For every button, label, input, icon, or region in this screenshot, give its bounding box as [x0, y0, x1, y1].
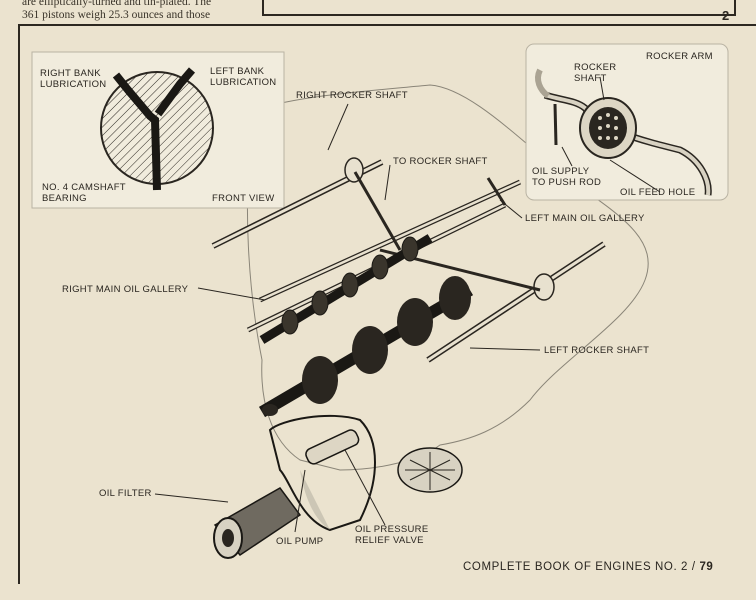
- relief-valve-drawing: [305, 429, 360, 465]
- label-oil-feed-hole: OIL FEED HOLE: [620, 187, 696, 198]
- label-right-main-oil-gallery: RIGHT MAIN OIL GALLERY: [62, 284, 189, 295]
- top-rule: [18, 24, 756, 26]
- label-oil-pump: OIL PUMP: [276, 536, 324, 547]
- footer-book-title: COMPLETE BOOK OF ENGINES NO. 2: [463, 561, 689, 573]
- body-text: are elliptically-turned and tin-plated. …: [22, 0, 257, 22]
- footer-page-number: 79: [699, 561, 714, 573]
- left-rule: [18, 24, 20, 584]
- label-right-rocker-shaft: RIGHT ROCKER SHAFT: [296, 90, 408, 101]
- label-oil-filter: OIL FILTER: [99, 488, 152, 499]
- push-rod-line: [553, 103, 558, 146]
- label-front-view: FRONT VIEW: [212, 193, 275, 204]
- left-bank-passage: [154, 67, 196, 117]
- label-rocker-arm: ROCKER ARM: [646, 51, 713, 62]
- body-text-line-2: 361 pistons weigh 25.3 ounces and those: [22, 9, 211, 21]
- label-left-main-oil-gallery: LEFT MAIN OIL GALLERY: [525, 213, 645, 224]
- label-to-rocker-shaft: TO ROCKER SHAFT: [393, 156, 488, 167]
- page-footer: COMPLETE BOOK OF ENGINES NO. 2 / 79: [463, 561, 714, 573]
- oil-filter-drawing: [213, 487, 302, 559]
- right-bank-passage: [112, 72, 161, 191]
- oil-pump-drawing: [268, 414, 376, 532]
- figure-number: 2: [722, 8, 730, 23]
- engine-outline: [246, 84, 649, 471]
- sidebar-box: [262, 0, 736, 16]
- label-left-rocker-shaft: LEFT ROCKER SHAFT: [544, 345, 650, 356]
- body-text-line-1: are elliptically-turned and tin-plated. …: [22, 0, 212, 8]
